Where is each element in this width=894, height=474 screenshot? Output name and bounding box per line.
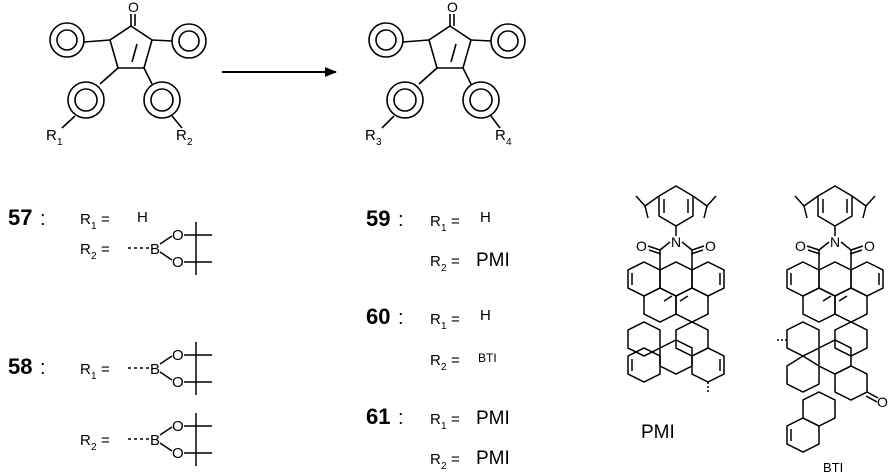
product-carbonyl-oxygen: O bbox=[447, 0, 458, 15]
compound-57: 57 : R 1 = H R 2 = B O O bbox=[8, 205, 212, 275]
compound-separator: : bbox=[398, 209, 404, 231]
r1-value: H bbox=[137, 209, 148, 226]
boron-atom: B bbox=[150, 361, 160, 378]
compound-number: 59 bbox=[366, 206, 390, 231]
bti-nitrogen: N bbox=[830, 234, 840, 250]
equals-sign: = bbox=[101, 432, 110, 449]
r2-subscript: 2 bbox=[91, 251, 97, 262]
compound-number: 57 bbox=[8, 205, 32, 230]
product-r3-subscript: 3 bbox=[376, 137, 382, 148]
compound-number: 60 bbox=[366, 304, 390, 329]
r1-label: R bbox=[430, 411, 441, 428]
compound-number: 58 bbox=[8, 354, 32, 379]
r2-subscript: 2 bbox=[441, 362, 447, 373]
compound-59: 59 : R 1 = H R 2 = PMI bbox=[366, 206, 510, 274]
reactant-structure bbox=[49, 14, 207, 129]
reactant-r2-label: R bbox=[176, 127, 187, 144]
equals-sign: = bbox=[451, 213, 460, 230]
r1-label: R bbox=[80, 211, 91, 228]
r2-label: R bbox=[80, 432, 91, 449]
r1-subscript: 1 bbox=[441, 223, 447, 234]
equals-sign: = bbox=[451, 352, 460, 369]
r2-subscript: 2 bbox=[441, 461, 447, 472]
r2-value: PMI bbox=[476, 448, 510, 469]
pmi-oxygen: O bbox=[705, 238, 716, 254]
r1-subscript: 1 bbox=[441, 421, 447, 432]
bpin-group: B O O bbox=[128, 413, 212, 466]
r1-value: H bbox=[480, 209, 491, 226]
oxygen-atom: O bbox=[172, 418, 184, 435]
product-structure bbox=[368, 14, 526, 129]
bti-label: BTI bbox=[823, 460, 843, 474]
boron-atom: B bbox=[150, 432, 160, 449]
pmi-oxygen: O bbox=[636, 238, 647, 254]
reactant-carbonyl-oxygen: O bbox=[128, 0, 139, 15]
oxygen-atom: O bbox=[172, 445, 184, 462]
r1-subscript: 1 bbox=[91, 371, 97, 382]
r1-subscript: 1 bbox=[91, 221, 97, 232]
r2-label: R bbox=[430, 451, 441, 468]
equals-sign: = bbox=[451, 253, 460, 270]
r1-subscript: 1 bbox=[441, 321, 447, 332]
r2-value: PMI bbox=[476, 250, 510, 271]
equals-sign: = bbox=[101, 211, 110, 228]
bpin-group: B O O bbox=[128, 222, 212, 275]
r2-label: R bbox=[430, 253, 441, 270]
reactant-r1-subscript: 1 bbox=[57, 137, 63, 148]
r1-value: H bbox=[480, 307, 491, 324]
pmi-label: PMI bbox=[641, 422, 675, 443]
oxygen-atom: O bbox=[172, 254, 184, 271]
oxygen-atom: O bbox=[172, 347, 184, 364]
oxygen-atom: O bbox=[172, 227, 184, 244]
compound-60: 60 : R 1 = H R 2 = BTI bbox=[366, 304, 497, 373]
bti-structure bbox=[775, 185, 884, 453]
bti-oxygen: O bbox=[795, 238, 806, 254]
r2-label: R bbox=[430, 352, 441, 369]
boron-atom: B bbox=[150, 241, 160, 258]
product-r4-label: R bbox=[495, 127, 506, 144]
bti-oxygen: O bbox=[864, 238, 875, 254]
equals-sign: = bbox=[451, 411, 460, 428]
compound-separator: : bbox=[40, 208, 46, 230]
equals-sign: = bbox=[451, 451, 460, 468]
oxygen-atom: O bbox=[172, 374, 184, 391]
compound-number: 61 bbox=[366, 404, 390, 429]
equals-sign: = bbox=[101, 241, 110, 258]
r1-label: R bbox=[430, 311, 441, 328]
compound-separator: : bbox=[398, 307, 404, 329]
product-r3-label: R bbox=[365, 127, 376, 144]
compound-61: 61 : R 1 = PMI R 2 = PMI bbox=[366, 404, 510, 472]
bpin-group: B O O bbox=[128, 342, 212, 395]
r1-label: R bbox=[430, 213, 441, 230]
bti-oxygen: O bbox=[877, 394, 888, 410]
compound-separator: : bbox=[398, 407, 404, 429]
equals-sign: = bbox=[451, 311, 460, 328]
r2-subscript: 2 bbox=[91, 442, 97, 453]
r1-label: R bbox=[80, 361, 91, 378]
reactant-r2-subscript: 2 bbox=[187, 137, 193, 148]
compound-separator: : bbox=[40, 357, 46, 379]
r2-value: BTI bbox=[478, 351, 497, 365]
pmi-nitrogen: N bbox=[671, 234, 681, 250]
r2-label: R bbox=[80, 241, 91, 258]
r1-value: PMI bbox=[476, 408, 510, 429]
product-r4-subscript: 4 bbox=[506, 137, 512, 148]
r2-subscript: 2 bbox=[441, 263, 447, 274]
compound-58: 58 : R 1 = B O O R 2 = B O O bbox=[8, 342, 212, 466]
pmi-structure bbox=[627, 185, 725, 394]
reactant-r1-label: R bbox=[46, 127, 57, 144]
equals-sign: = bbox=[101, 361, 110, 378]
